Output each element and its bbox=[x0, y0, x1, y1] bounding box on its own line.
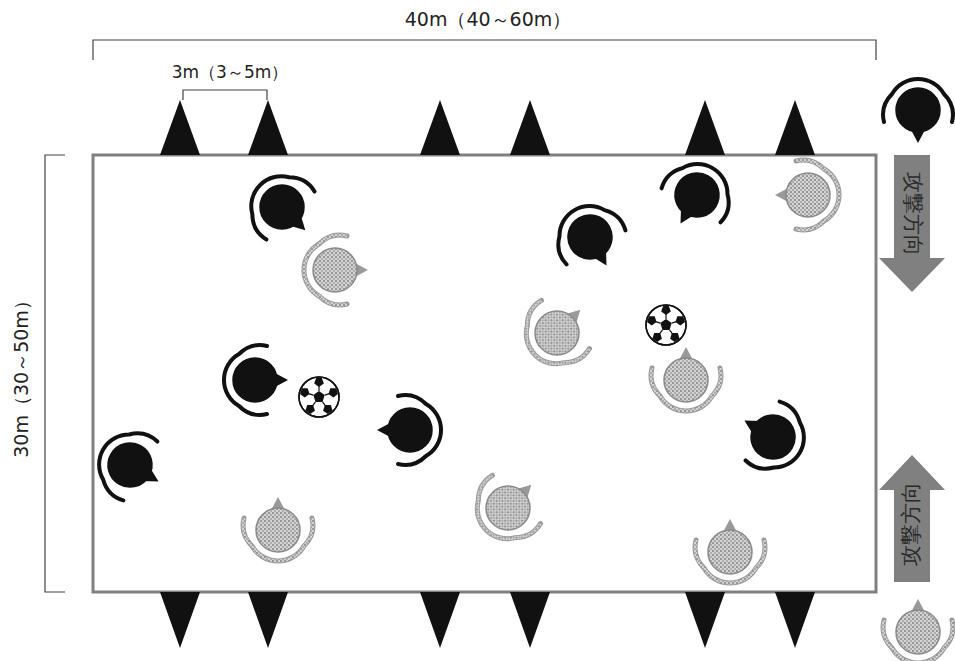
soccer-ball bbox=[299, 377, 339, 417]
defender-player bbox=[651, 347, 721, 411]
player-head bbox=[256, 508, 300, 552]
attacker-player bbox=[224, 345, 288, 415]
player-head bbox=[896, 88, 940, 132]
player-head bbox=[560, 207, 620, 267]
cone-goals bbox=[160, 100, 815, 648]
player-head bbox=[743, 407, 803, 467]
attacker-player bbox=[727, 390, 817, 483]
defender-player bbox=[883, 599, 953, 661]
defender-player bbox=[510, 285, 605, 380]
defender-player bbox=[775, 160, 839, 230]
attacker-player bbox=[883, 79, 953, 143]
player-head bbox=[896, 610, 940, 654]
direction-label: 攻撃方向 bbox=[900, 482, 923, 566]
player-head bbox=[708, 530, 752, 574]
attacker-player bbox=[86, 419, 176, 512]
defender-player bbox=[461, 460, 556, 555]
attacker-player bbox=[544, 193, 637, 283]
player-arms bbox=[510, 300, 590, 380]
direction-arrow bbox=[879, 455, 945, 582]
player-arms bbox=[510, 300, 590, 380]
players bbox=[86, 79, 953, 661]
player-head bbox=[664, 358, 708, 402]
direction-label: 攻撃方向 bbox=[900, 172, 923, 256]
player-head bbox=[233, 358, 277, 402]
balls bbox=[299, 305, 686, 417]
player-head bbox=[251, 176, 313, 238]
direction-arrow bbox=[879, 155, 945, 292]
dimension-label: 40m（40～60m） bbox=[402, 9, 575, 30]
player-head bbox=[100, 435, 160, 495]
player-head bbox=[313, 248, 357, 292]
dimension-label: 3m（3～5m） bbox=[169, 63, 292, 82]
dimension-bracket bbox=[45, 40, 876, 592]
player-head bbox=[477, 477, 539, 539]
attacker-player bbox=[235, 160, 330, 255]
attacker-player bbox=[650, 151, 743, 241]
dimension-label: 30m（30～50m） bbox=[11, 291, 32, 458]
player-arms bbox=[461, 475, 541, 555]
defender-player bbox=[304, 235, 368, 305]
defender-player bbox=[695, 519, 765, 583]
player-arms bbox=[461, 475, 541, 555]
attacker-player bbox=[377, 395, 441, 465]
player-head bbox=[667, 165, 727, 225]
player-head bbox=[526, 302, 588, 364]
field-boundary bbox=[93, 155, 876, 592]
player-head bbox=[786, 173, 830, 217]
player-arms bbox=[235, 160, 315, 240]
player-head bbox=[388, 408, 432, 452]
defender-player bbox=[243, 497, 313, 561]
soccer-ball bbox=[646, 305, 686, 345]
